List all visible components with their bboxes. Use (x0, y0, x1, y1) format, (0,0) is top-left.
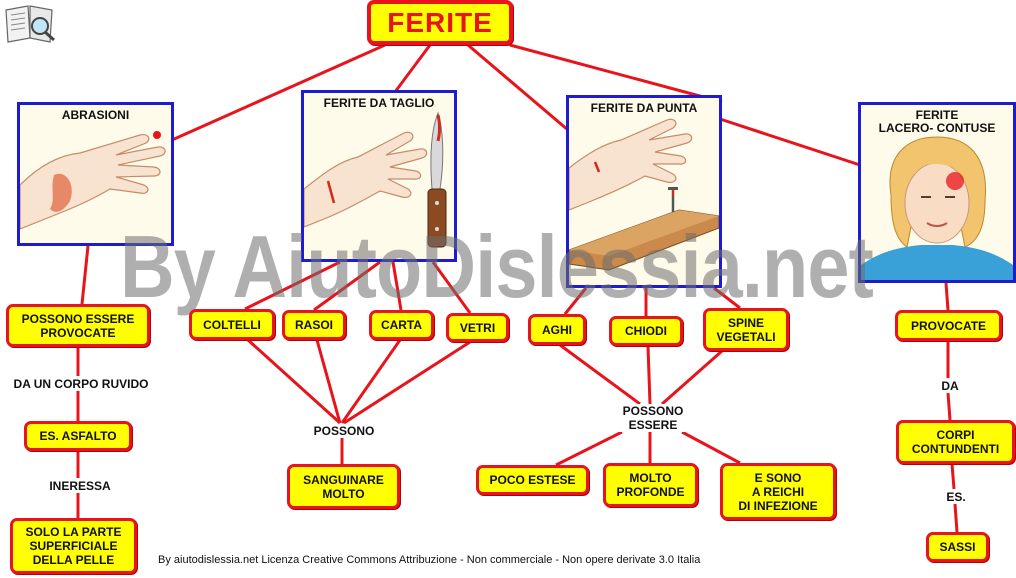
spine-vegetali-box: SPINE VEGETALI (703, 308, 789, 351)
possono-label: POSSONO (296, 424, 392, 438)
molto-profonde-box: MOLTO PROFONDE (603, 463, 698, 507)
abrasioni-card: ABRASIONI (17, 102, 174, 246)
abrasioni-title: ABRASIONI (61, 108, 130, 122)
rasoi-box: RASOI (282, 310, 346, 340)
book-magnifier-icon (2, 2, 58, 44)
chiodi-box: CHIODI (609, 316, 683, 346)
ferite-da-taglio-title: FERITE DA TAGLIO (323, 96, 435, 110)
carta-box: CARTA (369, 310, 434, 340)
license-footer: By aiutodislessia.net Licenza Creative C… (158, 554, 701, 566)
es-asfalto-box: ES. ASFALTO (24, 421, 132, 451)
da-label: DA (928, 379, 972, 393)
coltelli-box: COLTELLI (189, 309, 275, 340)
vetri-box: VETRI (446, 313, 509, 342)
scraped-hand-icon (20, 131, 166, 230)
hand-and-nail-icon (569, 118, 719, 271)
page-title: FERITE (367, 0, 513, 45)
ferite-da-taglio-card: FERITE DA TAGLIO (301, 90, 457, 262)
possono-essere-label: POSSONO ESSERE (606, 404, 700, 432)
hand-and-knife-icon (304, 111, 447, 248)
sassi-box: SASSI (926, 532, 989, 562)
rischi-di-infezione-box: E SONO A REICHI DI INFEZIONE (720, 463, 836, 520)
ineressa-label: INERESSA (38, 479, 122, 493)
injured-face-icon (861, 136, 1013, 280)
solo-la-parte-superficiale-box: SOLO LA PARTE SUPERFICIALE DELLA PELLE (10, 518, 137, 574)
ferite-da-punta-card: FERITE DA PUNTA (566, 95, 722, 288)
ferite-lacero-contuse-card: FERITE LACERO- CONTUSE (858, 102, 1016, 283)
poco-estese-box: POCO ESTESE (476, 465, 589, 495)
es-label: ES. (934, 490, 978, 504)
ferite-lacero-contuse-title: FERITE LACERO- CONTUSE (878, 108, 996, 135)
provocate-box: PROVOCATE (895, 310, 1002, 341)
aghi-box: AGHI (528, 314, 586, 345)
possono-essere-provocate-box: POSSONO ESSERE PROVOCATE (6, 304, 150, 347)
sanguinare-molto-box: SANGUINARE MOLTO (287, 464, 400, 509)
ferite-da-punta-title: FERITE DA PUNTA (590, 101, 698, 115)
corpi-contundenti-box: CORPI CONTUNDENTI (896, 420, 1015, 464)
da-un-corpo-ruvido-label: DA UN CORPO RUVIDO (0, 377, 162, 391)
